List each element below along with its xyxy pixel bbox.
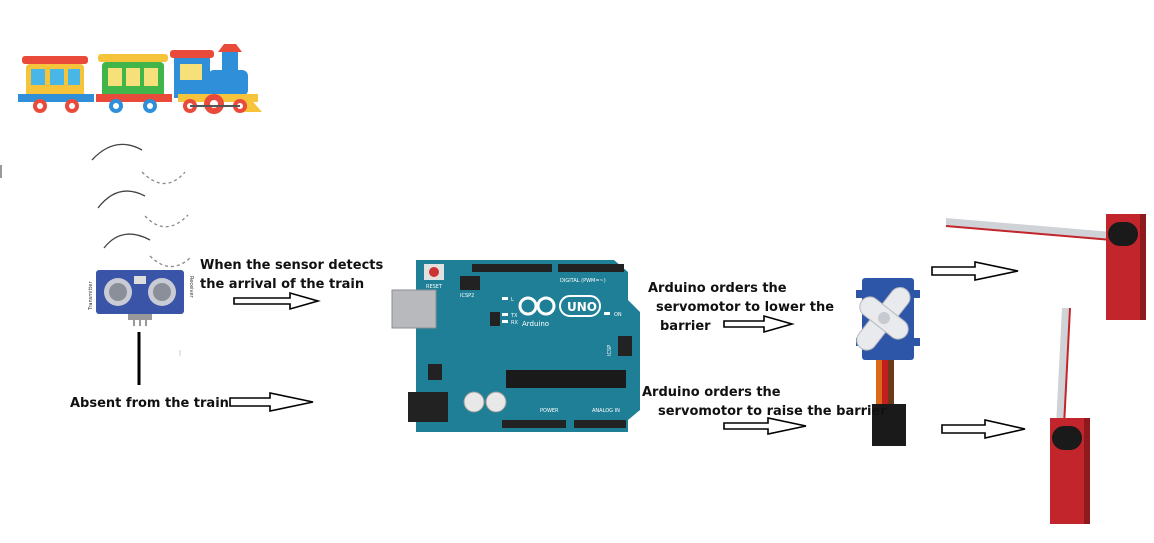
absent-label: Absent from the train — [70, 396, 229, 411]
led-rx-label: RX — [511, 320, 518, 326]
sensor-detects-line1: When the sensor detects — [200, 258, 384, 273]
ultrasonic-sensor: Transmitter Receiver — [88, 270, 194, 326]
raise-line2: servomotor to raise the barrier — [658, 404, 887, 419]
icsp2-label: ICSP2 — [460, 293, 474, 299]
sensor-detects-line2: the arrival of the train — [200, 277, 365, 292]
barrier-raised — [1050, 307, 1090, 524]
lower-line2: servomotor to lower the — [656, 300, 835, 315]
digital-label: DIGITAL (PWM=~) — [560, 278, 606, 284]
analog-label: ANALOG IN — [592, 408, 620, 414]
lower-barrier-label: Arduino orders the servomotor to lower t… — [648, 279, 834, 336]
raise-barrier-label: Arduino orders the servomotor to raise t… — [642, 383, 887, 421]
arrow-to-raised-barrier — [941, 419, 1026, 439]
barrier-lowered — [945, 214, 1146, 320]
lower-line1: Arduino orders the — [648, 281, 787, 296]
uno-brand-label: UNO — [567, 300, 597, 314]
icsp-label: ICSP — [607, 345, 613, 356]
arrow-absent — [229, 392, 314, 412]
on-led-label: ON — [614, 312, 622, 318]
sensor-receiver-label: Receiver — [188, 276, 194, 299]
train-car-green — [96, 54, 172, 113]
train-illustration — [18, 44, 262, 114]
servo-motor — [856, 278, 920, 446]
reset-label: RESET — [426, 284, 443, 290]
arrow-to-lowered-barrier — [931, 261, 1019, 281]
arduino-infinity-logo — [518, 296, 556, 316]
ultrasonic-waves — [91, 143, 191, 268]
arduino-maker-label: Arduino — [522, 320, 549, 328]
led-l-label: L — [511, 297, 514, 303]
train-locomotive — [170, 44, 262, 114]
train-car-blue — [18, 56, 94, 113]
sensor-detects-label: When the sensor detects the arrival of t… — [200, 256, 383, 294]
arrow-raise — [723, 417, 807, 435]
led-tx-label: TX — [510, 313, 518, 319]
sensor-transmitter-label: Transmitter — [88, 281, 94, 311]
arrow-sensor-detects — [233, 291, 321, 311]
arrow-lower — [723, 314, 795, 334]
arduino-uno-board: RESET ICSP2 DIGITAL (PWM=~) UNO Arduino … — [391, 260, 640, 432]
raise-line1: Arduino orders the — [642, 385, 781, 400]
lower-line3: barrier — [660, 319, 711, 334]
power-label: POWER — [540, 408, 559, 414]
